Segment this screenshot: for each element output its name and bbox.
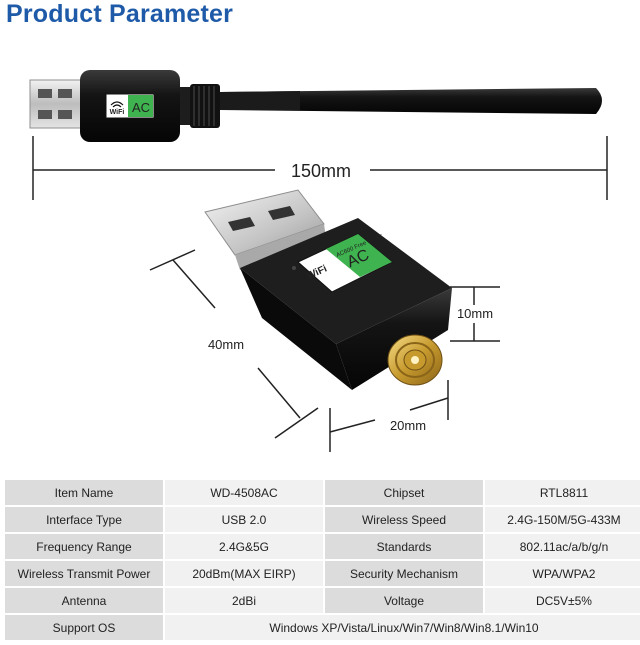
spec-value: 2.4G&5G [165, 534, 323, 559]
spec-key: Wireless Transmit Power [5, 561, 163, 586]
ac-text: AC [132, 100, 150, 115]
spec-table: Item Name WD-4508AC Chipset RTL8811 Inte… [3, 478, 640, 642]
spec-value: 802.11ac/a/b/g/n [485, 534, 640, 559]
ac600-label-top: AC600 Free Driver [109, 86, 151, 92]
spec-value: DC5V±5% [485, 588, 640, 613]
adapter-perspective-view: AC WiFi AC600 Free Driver [204, 189, 452, 390]
spec-key: Security Mechanism [325, 561, 483, 586]
width-label: 40mm [208, 337, 244, 352]
dimension-depth: 20mm [329, 380, 449, 452]
dimension-length: 150mm [32, 136, 608, 200]
spec-key: Support OS [5, 615, 163, 640]
length-label: 150mm [291, 161, 351, 181]
spec-value: Windows XP/Vista/Linux/Win7/Win8/Win8.1/… [165, 615, 640, 640]
depth-label: 20mm [390, 418, 426, 433]
spec-key: Voltage [325, 588, 483, 613]
table-row: Item Name WD-4508AC Chipset RTL8811 [5, 480, 640, 505]
page-title: Product Parameter [6, 0, 234, 28]
spec-key: Wireless Speed [325, 507, 483, 532]
spec-value: USB 2.0 [165, 507, 323, 532]
table-row: Support OS Windows XP/Vista/Linux/Win7/W… [5, 615, 640, 640]
height-label: 10mm [457, 306, 493, 321]
wifi-text: WiFi [110, 109, 125, 116]
product-illustration: AC WiFi AC600 Free Driver 150mm [29, 70, 608, 452]
dimension-height: 10mm [450, 286, 500, 342]
spec-value: RTL8811 [485, 480, 640, 505]
spec-key: Interface Type [5, 507, 163, 532]
spec-key: Chipset [325, 480, 483, 505]
table-row: Wireless Transmit Power 20dBm(MAX EIRP) … [5, 561, 640, 586]
table-row: Interface Type USB 2.0 Wireless Speed 2.… [5, 507, 640, 532]
spec-key: Standards [325, 534, 483, 559]
spec-value: WPA/WPA2 [485, 561, 640, 586]
table-row: Frequency Range 2.4G&5G Standards 802.11… [5, 534, 640, 559]
wifi-ac-logo: AC WiFi AC600 Free Driver [105, 86, 155, 119]
spec-value: WD-4508AC [165, 480, 323, 505]
spec-value: 2.4G-150M/5G-433M [485, 507, 640, 532]
spec-key: Frequency Range [5, 534, 163, 559]
dimension-width: 40mm [149, 249, 319, 439]
spec-value: 20dBm(MAX EIRP) [165, 561, 323, 586]
spec-value: 2dBi [165, 588, 323, 613]
spec-key: Item Name [5, 480, 163, 505]
spec-key: Antenna [5, 588, 163, 613]
table-row: Antenna 2dBi Voltage DC5V±5% [5, 588, 640, 613]
adapter-side-view: AC WiFi AC600 Free Driver [29, 70, 602, 142]
